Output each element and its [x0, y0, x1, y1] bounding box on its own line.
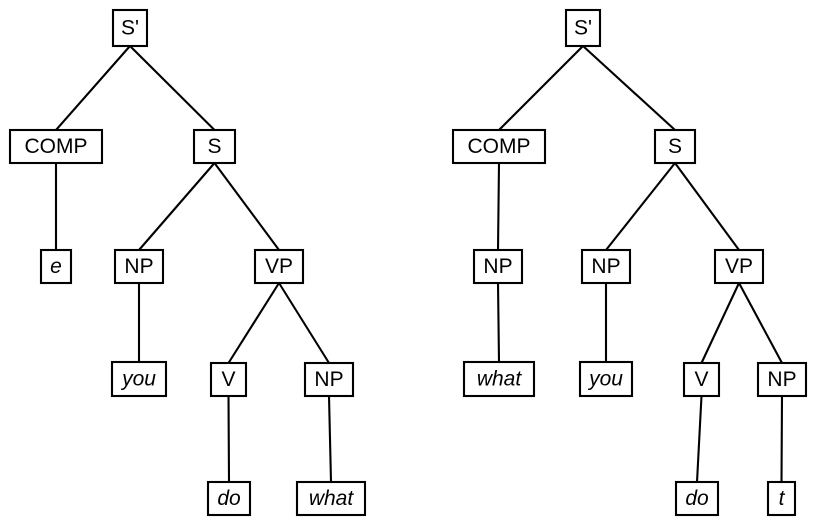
node-box: [653, 128, 697, 165]
node-box: [113, 248, 165, 285]
tree-edge: [129, 45, 216, 131]
tree-node-r-sbar: S': [564, 8, 602, 48]
tree-node-r-vp: VP: [713, 248, 765, 285]
tree-edges-tree-left: [54, 45, 333, 483]
node-box: [192, 128, 237, 165]
node-box: [206, 480, 252, 517]
tree-edge: [780, 395, 784, 483]
tree-edge: [605, 162, 676, 251]
tree-edge: [227, 395, 231, 483]
node-leaf-label: do: [685, 487, 709, 510]
node-category-label: NP: [124, 255, 153, 278]
node-box: [111, 8, 149, 48]
node-leaf-label: you: [587, 368, 623, 391]
node-category-label: COMP: [468, 135, 531, 158]
node-box: [209, 361, 248, 398]
tree-node-l-s: S: [192, 128, 237, 165]
tree-edge: [496, 282, 501, 363]
node-category-label: S': [574, 17, 592, 40]
tree-node-l-do: do: [206, 480, 252, 517]
node-box: [295, 480, 367, 517]
tree-edge: [695, 395, 703, 483]
node-box: [8, 128, 104, 165]
tree-node-l-what: what: [295, 480, 367, 517]
node-category-label: VP: [265, 255, 293, 278]
node-category-label: NP: [591, 255, 620, 278]
tree-node-l-np2: NP: [303, 361, 355, 398]
node-box: [756, 361, 808, 398]
tree-edge: [582, 45, 676, 131]
node-box: [39, 248, 73, 285]
node-category-label: COMP: [25, 135, 88, 158]
tree-edge: [138, 162, 216, 251]
tree-node-r-np0: NP: [472, 248, 524, 285]
tree-edge: [738, 282, 783, 364]
tree-node-r-v: V: [682, 361, 721, 398]
node-box: [472, 248, 524, 285]
tree-edge: [498, 45, 584, 131]
tree-edge: [700, 282, 740, 364]
tree-node-l-v: V: [209, 361, 248, 398]
tree-node-l-you: you: [110, 360, 168, 398]
node-category-label: NP: [767, 368, 796, 391]
tree-node-l-e: e: [39, 248, 73, 285]
tree-node-r-you: you: [578, 360, 634, 398]
node-category-label: S: [207, 135, 221, 158]
node-box: [110, 360, 168, 398]
tree-edge: [327, 395, 333, 483]
node-leaf-label: do: [217, 487, 241, 510]
node-box: [462, 360, 536, 398]
node-category-label: V: [221, 368, 235, 391]
node-category-label: S': [121, 17, 139, 40]
tree-nodes-tree-right: S' COMP S NP NP VP what you V NP do t: [451, 8, 808, 517]
node-leaf-label: what: [477, 368, 523, 391]
tree-node-r-np1: NP: [580, 248, 632, 285]
tree-node-l-vp: VP: [253, 248, 305, 285]
tree-edge: [227, 282, 280, 364]
node-box: [766, 480, 797, 517]
tree-edge: [55, 45, 131, 131]
tree-node-r-what: what: [462, 360, 536, 398]
node-box: [253, 248, 305, 285]
node-box: [451, 128, 547, 165]
node-box: [682, 361, 721, 398]
node-box: [580, 248, 632, 285]
node-category-label: NP: [314, 368, 343, 391]
tree-node-r-comp: COMP: [451, 128, 547, 165]
tree-node-r-t: t: [766, 480, 797, 517]
tree-edge: [496, 162, 501, 251]
tree-node-l-np1: NP: [113, 248, 165, 285]
node-leaf-label: you: [120, 368, 156, 391]
node-category-label: NP: [483, 255, 512, 278]
tree-node-r-np2: NP: [756, 361, 808, 398]
node-box: [303, 361, 355, 398]
tree-edge: [674, 162, 740, 251]
node-box: [564, 8, 602, 48]
node-category-label: V: [694, 368, 708, 391]
tree-node-r-s: S: [653, 128, 697, 165]
tree-edges-tree-right: [496, 45, 784, 483]
tree-node-l-comp: COMP: [8, 128, 104, 165]
node-box: [713, 248, 765, 285]
tree-node-r-do: do: [674, 480, 720, 517]
node-category-label: VP: [725, 255, 753, 278]
tree-edge: [213, 162, 280, 251]
node-box: [578, 360, 634, 398]
node-box: [674, 480, 720, 517]
node-leaf-label: t: [779, 487, 786, 510]
tree-node-l-sbar: S': [111, 8, 149, 48]
tree-edge: [278, 282, 330, 364]
edges-layer: [54, 45, 784, 483]
node-leaf-label: what: [309, 487, 355, 510]
node-leaf-label: e: [50, 255, 62, 278]
node-category-label: S: [668, 135, 682, 158]
